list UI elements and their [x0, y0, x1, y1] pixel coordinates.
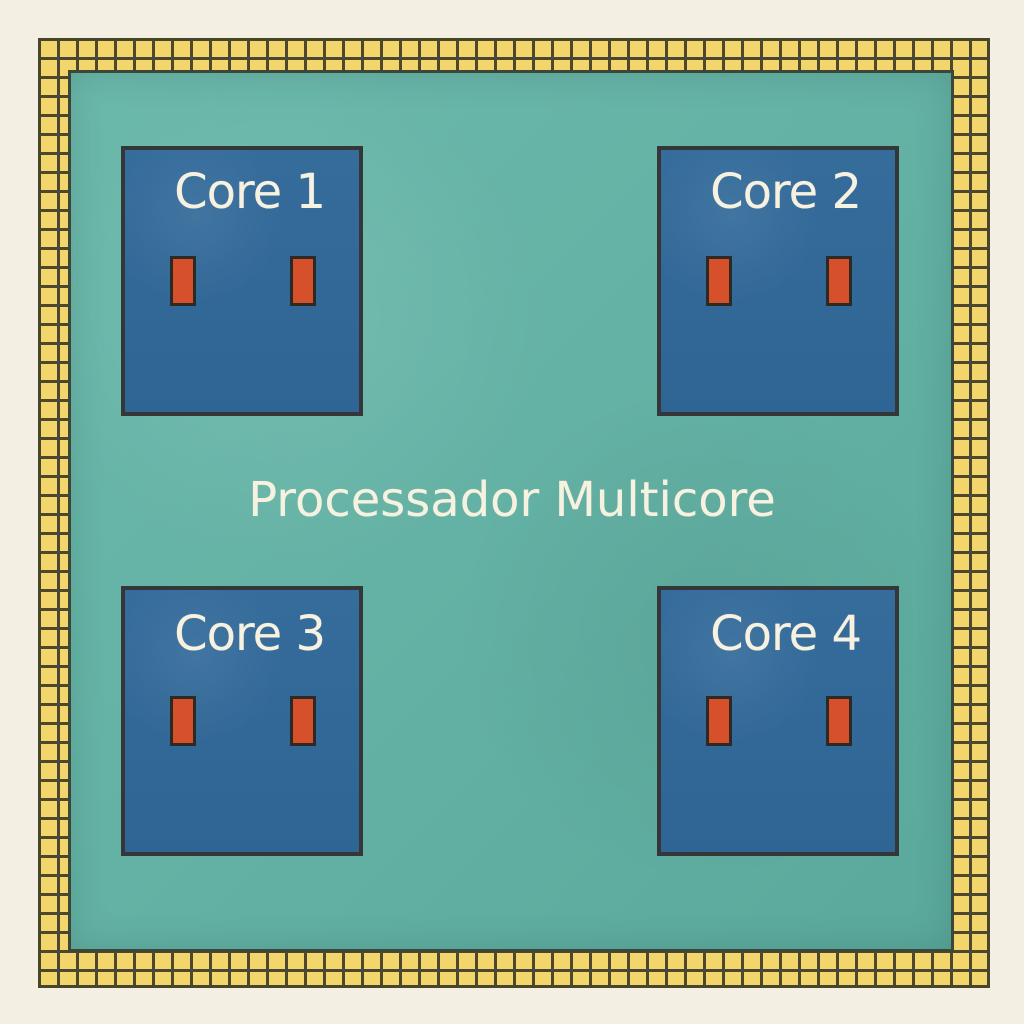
processor-title: Processador Multicore	[248, 472, 776, 528]
core-3-label: Core 3	[174, 606, 326, 662]
core-1-label: Core 1	[174, 164, 326, 220]
core-4-label: Core 4	[710, 606, 862, 662]
core-3-cache-left	[170, 696, 196, 746]
core-4-block: Core 4	[657, 586, 899, 856]
core-2-cache-left	[706, 256, 732, 306]
core-4-cache-right	[826, 696, 852, 746]
core-2-block: Core 2	[657, 146, 899, 416]
core-2-cache-right	[826, 256, 852, 306]
core-4-cache-left	[706, 696, 732, 746]
core-1-block: Core 1	[121, 146, 363, 416]
core-1-cache-left	[170, 256, 196, 306]
core-2-label: Core 2	[710, 164, 862, 220]
core-1-cache-right	[290, 256, 316, 306]
core-3-cache-right	[290, 696, 316, 746]
core-3-block: Core 3	[121, 586, 363, 856]
